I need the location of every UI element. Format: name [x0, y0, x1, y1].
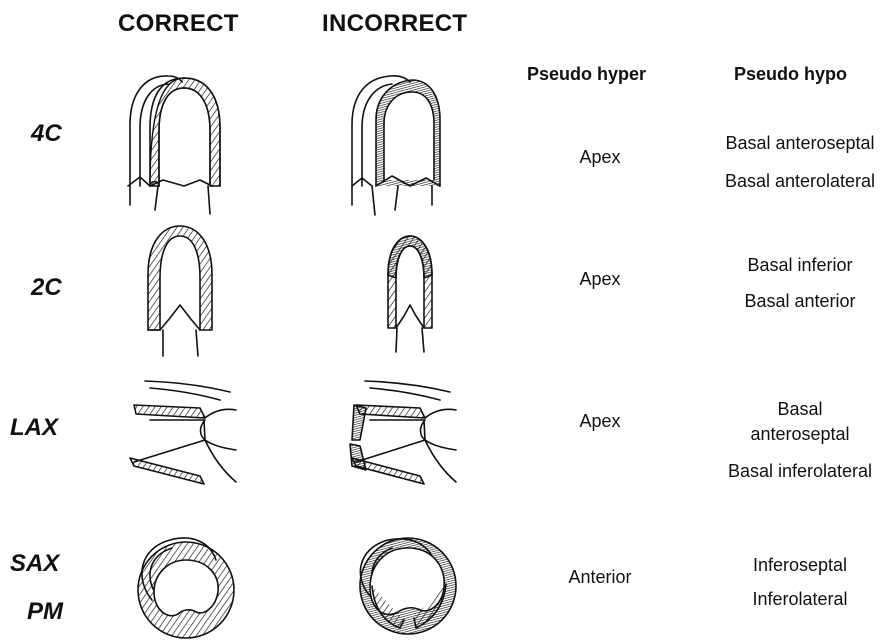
heart-4c-incorrect	[352, 76, 440, 215]
heart-lax-correct	[130, 381, 236, 484]
heart-4c-correct	[128, 76, 220, 214]
heart-sax-correct	[138, 538, 234, 638]
heart-lax-incorrect	[350, 381, 456, 484]
heart-sax-incorrect	[360, 538, 456, 634]
heart-2c-correct	[148, 226, 212, 356]
heart-2c-incorrect	[388, 236, 432, 352]
